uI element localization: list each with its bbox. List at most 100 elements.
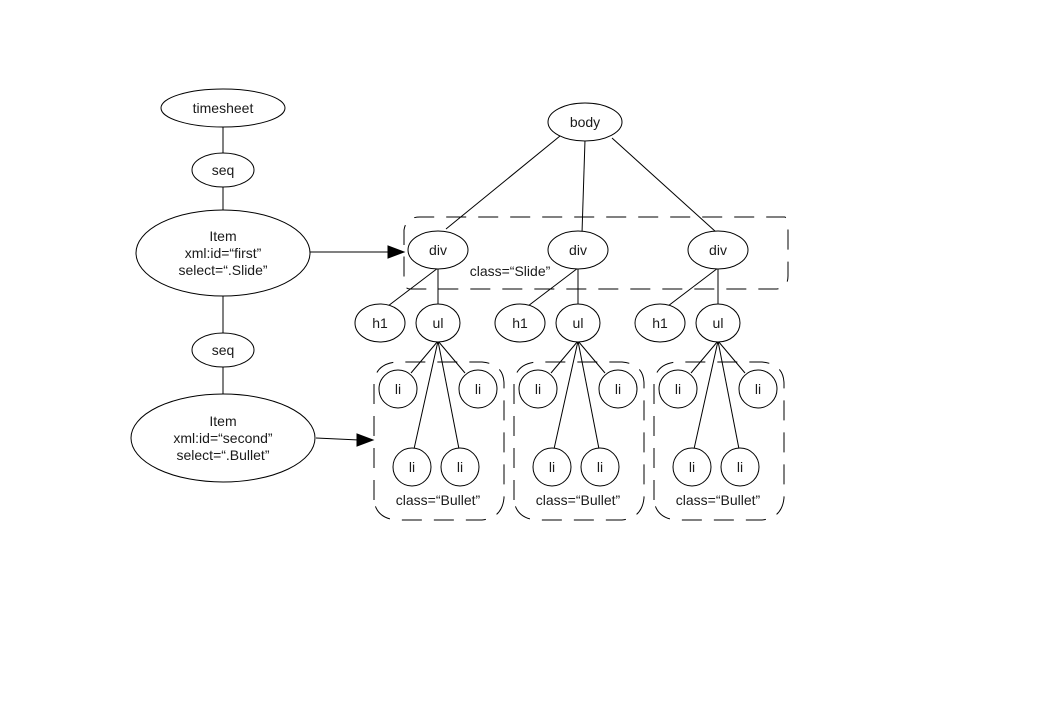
node-body-label: body — [570, 114, 600, 130]
node-div-2-shape — [547, 230, 609, 270]
node-li-3-1-shape — [658, 369, 698, 409]
edge-body-div-1 — [445, 135, 561, 230]
node-div-1: div — [407, 230, 469, 270]
edge-div-h1-3 — [667, 267, 719, 307]
node-h1-2: h1 — [494, 303, 546, 343]
node-item-first-label: select=“.Slide” — [178, 262, 267, 278]
node-item-second-shape — [130, 393, 316, 483]
node-h1-2-label: h1 — [512, 315, 528, 331]
arrow-item1-to-slides — [310, 245, 406, 259]
bullet-group-box-1 — [373, 361, 505, 521]
bullet-group-label-2: class=“Bullet” — [536, 492, 621, 508]
node-seq-2: seq — [191, 332, 255, 368]
node-li-1-4-label: li — [457, 459, 463, 475]
arrow-item2-to-bullets — [315, 433, 375, 447]
node-div-1-label: div — [429, 242, 447, 258]
node-seq-1-shape — [191, 152, 255, 188]
node-li-1-3: li — [392, 447, 432, 487]
node-li-3-4-label: li — [737, 459, 743, 475]
node-li-2-3-shape — [532, 447, 572, 487]
node-li-2-4: li — [580, 447, 620, 487]
bullet-group-label-1: class=“Bullet” — [396, 492, 481, 508]
node-li-2-1-shape — [518, 369, 558, 409]
node-li-2-3-label: li — [549, 459, 555, 475]
node-div-2-label: div — [569, 242, 587, 258]
node-li-3-1-label: li — [675, 381, 681, 397]
edge-div-h1-1 — [387, 267, 439, 307]
node-li-3-4: li — [720, 447, 760, 487]
node-li-3-3: li — [672, 447, 712, 487]
node-ul-2: ul — [555, 303, 601, 343]
node-li-2-1-label: li — [535, 381, 541, 397]
node-div-1-shape — [407, 230, 469, 270]
node-ul-1-shape — [415, 303, 461, 343]
node-div-2: div — [547, 230, 609, 270]
node-li-2-4-label: li — [597, 459, 603, 475]
node-seq-1-label: seq — [212, 162, 235, 178]
edge-ul-li-d-2 — [577, 340, 600, 450]
node-h1-3-label: h1 — [652, 315, 668, 331]
node-li-1-2-shape — [458, 369, 498, 409]
edge-ul-li-b-3 — [717, 340, 746, 374]
bullet-group-box-3 — [653, 361, 785, 521]
node-li-2-1: li — [518, 369, 558, 409]
edge-body-div-2 — [581, 139, 586, 234]
node-li-3-4-shape — [720, 447, 760, 487]
node-body-shape — [547, 102, 623, 142]
node-h1-1-shape — [354, 303, 406, 343]
node-li-2-3: li — [532, 447, 572, 487]
node-ul-3-label: ul — [713, 315, 724, 331]
node-li-3-2: li — [738, 369, 778, 409]
node-timesheet-shape — [160, 88, 286, 128]
node-item-first-shape — [135, 209, 311, 297]
node-li-1-1: li — [378, 369, 418, 409]
nodes-layer: timesheetseqItemxml:id=“first”select=“.S… — [130, 88, 778, 487]
edge-ul-li-d-3 — [717, 340, 740, 450]
node-li-2-2-label: li — [615, 381, 621, 397]
slide-group-box — [403, 216, 789, 290]
node-li-2-2-shape — [598, 369, 638, 409]
node-li-1-3-shape — [392, 447, 432, 487]
arrow-item1-to-slides-head-icon — [387, 245, 406, 259]
node-li-3-2-label: li — [755, 381, 761, 397]
node-ul-1-label: ul — [433, 315, 444, 331]
node-h1-2-shape — [494, 303, 546, 343]
node-seq-2-label: seq — [212, 342, 235, 358]
node-item-second-label: xml:id=“second” — [173, 430, 273, 446]
node-ul-2-shape — [555, 303, 601, 343]
node-li-2-2: li — [598, 369, 638, 409]
node-div-3-label: div — [709, 242, 727, 258]
node-seq-1: seq — [191, 152, 255, 188]
node-seq-2-shape — [191, 332, 255, 368]
edge-ul-li-a-2 — [550, 340, 579, 374]
bullet-group-box-2 — [513, 361, 645, 521]
node-li-3-1: li — [658, 369, 698, 409]
arrows-layer — [310, 245, 406, 447]
edge-ul-li-c-2 — [553, 340, 579, 450]
node-li-1-1-shape — [378, 369, 418, 409]
node-li-1-4-shape — [440, 447, 480, 487]
edge-ul-li-b-1 — [437, 340, 466, 374]
arrow-item2-to-bullets-shaft — [315, 437, 360, 441]
node-li-1-1-label: li — [395, 381, 401, 397]
node-div-3-shape — [687, 230, 749, 270]
node-h1-3-shape — [634, 303, 686, 343]
edge-body-div-3 — [611, 137, 717, 233]
node-li-3-3-label: li — [689, 459, 695, 475]
edge-ul-li-d-1 — [437, 340, 460, 450]
node-li-3-3-shape — [672, 447, 712, 487]
node-h1-1: h1 — [354, 303, 406, 343]
edge-ul-li-a-1 — [410, 340, 439, 374]
node-item-second-label: select=“.Bullet” — [177, 447, 270, 463]
bullet-group-label-3: class=“Bullet” — [676, 492, 761, 508]
node-li-1-2: li — [458, 369, 498, 409]
node-item-second-label: Item — [209, 413, 236, 429]
edge-div-h1-2 — [527, 267, 579, 307]
node-li-2-4-shape — [580, 447, 620, 487]
node-timesheet-label: timesheet — [193, 100, 254, 116]
arrow-item2-to-bullets-head-icon — [356, 433, 375, 447]
node-ul-2-label: ul — [573, 315, 584, 331]
